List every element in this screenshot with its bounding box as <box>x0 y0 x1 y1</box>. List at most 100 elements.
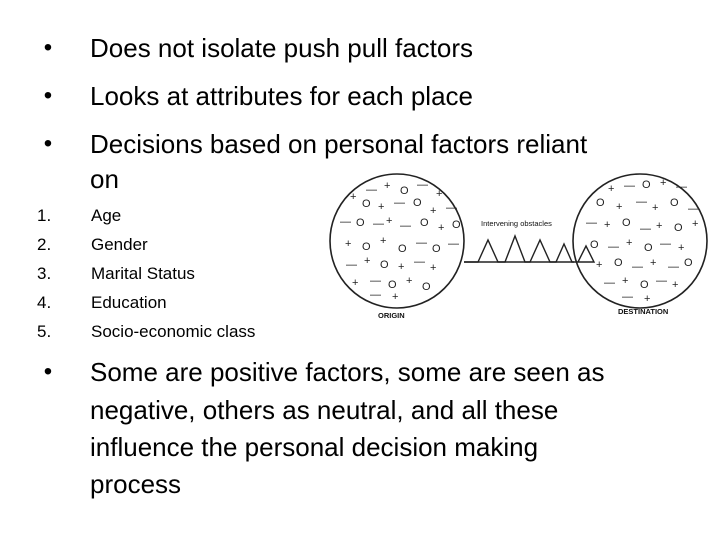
svg-text:+: + <box>656 220 662 232</box>
svg-text:+: + <box>604 219 610 231</box>
svg-text:—: — <box>394 197 405 209</box>
svg-text:—: — <box>622 291 633 303</box>
list-number: 1. <box>37 206 52 225</box>
svg-text:+: + <box>650 257 656 269</box>
svg-text:+: + <box>660 177 666 189</box>
list-item-education: Education <box>91 293 167 312</box>
svg-text:O: O <box>670 197 679 209</box>
svg-text:+: + <box>644 293 650 305</box>
svg-text:O: O <box>596 197 605 209</box>
svg-text:—: — <box>656 275 667 287</box>
list-item-age: Age <box>91 206 122 225</box>
svg-text:—: — <box>373 218 384 230</box>
list-number: 2. <box>37 235 52 254</box>
svg-text:O: O <box>622 217 631 229</box>
svg-text:O: O <box>362 241 371 253</box>
intervening-obstacles-line <box>464 234 596 263</box>
svg-text:+: + <box>392 291 398 303</box>
svg-text:+: + <box>626 237 632 249</box>
bullet-marker: • <box>43 34 53 61</box>
svg-text:O: O <box>420 217 429 229</box>
bullet-text-line: process <box>90 469 182 499</box>
bullet-text: Looks at attributes for each place <box>90 81 474 111</box>
svg-text:+: + <box>438 222 444 234</box>
list-number: 4. <box>37 293 52 312</box>
svg-text:+: + <box>380 235 386 247</box>
svg-text:—: — <box>414 256 425 268</box>
svg-text:+: + <box>350 191 356 203</box>
svg-text:+: + <box>406 275 412 287</box>
list-number: 3. <box>37 264 52 283</box>
bullet-text-line: Some are positive factors, some are seen… <box>90 357 605 387</box>
svg-text:—: — <box>604 277 615 289</box>
svg-text:O: O <box>398 243 407 255</box>
svg-text:O: O <box>388 279 397 291</box>
svg-text:—: — <box>688 203 699 215</box>
svg-text:+: + <box>596 259 602 271</box>
svg-text:—: — <box>640 223 651 235</box>
svg-text:O: O <box>422 281 431 293</box>
svg-text:—: — <box>608 241 619 253</box>
svg-text:—: — <box>586 217 597 229</box>
svg-text:—: — <box>416 237 427 249</box>
origin-symbols: +—+ O—+ O+— O+— —O— +—O +O +O+ O—O — —+O… <box>340 179 461 303</box>
svg-text:—: — <box>624 180 635 192</box>
svg-text:+: + <box>430 205 436 217</box>
bullet-text-line: negative, others as neutral, and all the… <box>90 395 559 425</box>
svg-text:O: O <box>380 259 389 271</box>
bullet-text: Does not isolate push pull factors <box>90 33 473 63</box>
svg-text:+: + <box>678 242 684 254</box>
svg-text:—: — <box>400 220 411 232</box>
svg-text:+: + <box>378 201 384 213</box>
svg-text:—: — <box>636 196 647 208</box>
list-item-marital-status: Marital Status <box>91 264 195 283</box>
svg-text:+: + <box>345 238 351 250</box>
list-number: 5. <box>37 322 52 341</box>
svg-text:+: + <box>398 261 404 273</box>
svg-text:O: O <box>432 243 441 255</box>
list-item-socio-economic-class: Socio-economic class <box>91 322 256 341</box>
svg-text:—: — <box>346 259 357 271</box>
list-item-gender: Gender <box>91 235 148 254</box>
origin-label: ORIGIN <box>378 311 405 320</box>
svg-text:—: — <box>448 238 459 250</box>
bullet-marker: • <box>43 82 53 109</box>
svg-text:O: O <box>684 257 693 269</box>
svg-text:+: + <box>672 279 678 291</box>
destination-symbols: +—O +— O+— +O— —+O —+O + O—+ O—+ +O— +—O… <box>586 177 699 305</box>
svg-text:—: — <box>660 238 671 250</box>
bullet-marker: • <box>43 130 53 157</box>
svg-text:O: O <box>413 197 422 209</box>
svg-text:+: + <box>652 202 658 214</box>
svg-text:O: O <box>400 185 409 197</box>
obstacles-label: Intervening obstacles <box>481 219 552 228</box>
svg-text:+: + <box>692 218 698 230</box>
svg-text:O: O <box>362 198 371 210</box>
svg-text:+: + <box>386 215 392 227</box>
svg-text:—: — <box>676 181 687 193</box>
svg-text:—: — <box>370 289 381 301</box>
bullet-text-line: influence the personal decision making <box>90 432 539 462</box>
svg-text:O: O <box>644 242 653 254</box>
svg-text:—: — <box>632 261 643 273</box>
bullet-text-continuation: on <box>90 164 119 194</box>
destination-circle <box>572 173 708 309</box>
bullet-marker: • <box>43 358 53 385</box>
svg-text:—: — <box>370 275 381 287</box>
svg-text:—: — <box>366 184 377 196</box>
svg-text:O: O <box>640 279 649 291</box>
svg-text:+: + <box>430 262 436 274</box>
svg-text:+: + <box>352 277 358 289</box>
svg-text:—: — <box>446 202 457 214</box>
svg-text:+: + <box>608 183 614 195</box>
svg-text:O: O <box>452 219 461 231</box>
svg-text:+: + <box>384 180 390 192</box>
svg-text:—: — <box>340 216 351 228</box>
svg-text:+: + <box>436 188 442 200</box>
svg-text:—: — <box>668 261 679 273</box>
destination-label: DESTINATION <box>618 307 668 316</box>
svg-text:O: O <box>356 217 365 229</box>
bullet-text: Decisions based on personal factors reli… <box>90 129 588 159</box>
svg-text:+: + <box>616 201 622 213</box>
